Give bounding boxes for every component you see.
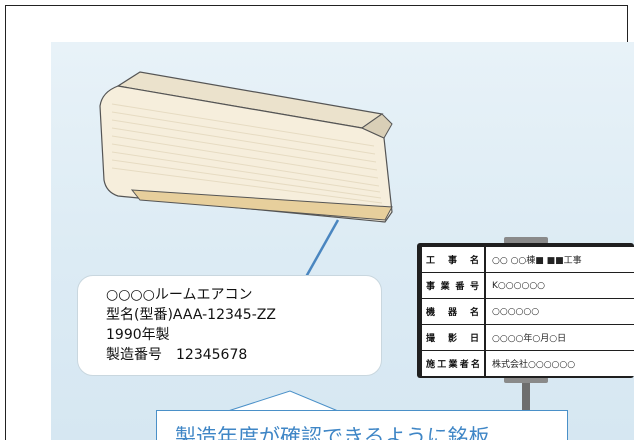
sign-value-project-number: K○○○○○○ <box>486 273 634 298</box>
sign-pole-bottom <box>522 376 530 440</box>
nameplate-line-serial: 製造番号 12345678 <box>106 347 248 363</box>
sign-row-photo-date: 撮影日 ○○○○年○月○日 <box>422 325 634 350</box>
sign-value-equipment-name: ○○○○○○ <box>486 299 634 324</box>
sign-row-project-number: 事業番号 K○○○○○○ <box>422 273 634 298</box>
sign-key-photo-date: 撮影日 <box>422 325 484 350</box>
caption-callout-pointer <box>227 390 339 412</box>
sign-bracket-top <box>504 237 548 244</box>
sign-key-project-number: 事業番号 <box>422 273 484 298</box>
sign-row-equipment-name: 機器名 ○○○○○○ <box>422 299 634 324</box>
sign-key-equipment-name: 機器名 <box>422 299 484 324</box>
nameplate-line-product: ○○○○ルームエアコン <box>106 287 253 303</box>
nameplate-line-year: 1990年製 <box>106 327 170 343</box>
aircon-vent <box>130 189 393 221</box>
sign-row-contractor: 施工業者名 株式会社○○○○○○ <box>422 351 634 376</box>
sign-value-project-name: ○○ ○○棟■ ■■工事 <box>486 247 634 272</box>
sign-value-photo-date: ○○○○年○月○日 <box>486 325 634 350</box>
sign-key-project-name: 工事名 <box>422 247 484 272</box>
sign-value-contractor: 株式会社○○○○○○ <box>486 351 634 376</box>
aircon-side-face <box>360 113 393 139</box>
frame-left-line <box>5 5 6 440</box>
caption-callout: 製造年度が確認できるように銘板 <box>156 410 568 440</box>
construction-signboard: 工事名 ○○ ○○棟■ ■■工事 事業番号 K○○○○○○ 機器名 ○○○○○○… <box>417 243 634 378</box>
aircon-body <box>99 85 393 223</box>
sign-row-project-name: 工事名 ○○ ○○棟■ ■■工事 <box>422 247 634 272</box>
aircon-stripes <box>111 103 383 204</box>
nameplate-text: ○○○○ルームエアコン 型名(型番)AAA-12345-ZZ 1990年製 製造… <box>106 285 376 365</box>
frame-top-line <box>5 5 628 6</box>
sign-key-contractor: 施工業者名 <box>422 351 484 376</box>
pointer-arrow-line <box>300 219 340 285</box>
nameplate-line-model: 型名(型番)AAA-12345-ZZ <box>106 307 276 323</box>
nameplate-label-box <box>77 275 382 376</box>
sign-bracket-bottom <box>504 377 548 383</box>
